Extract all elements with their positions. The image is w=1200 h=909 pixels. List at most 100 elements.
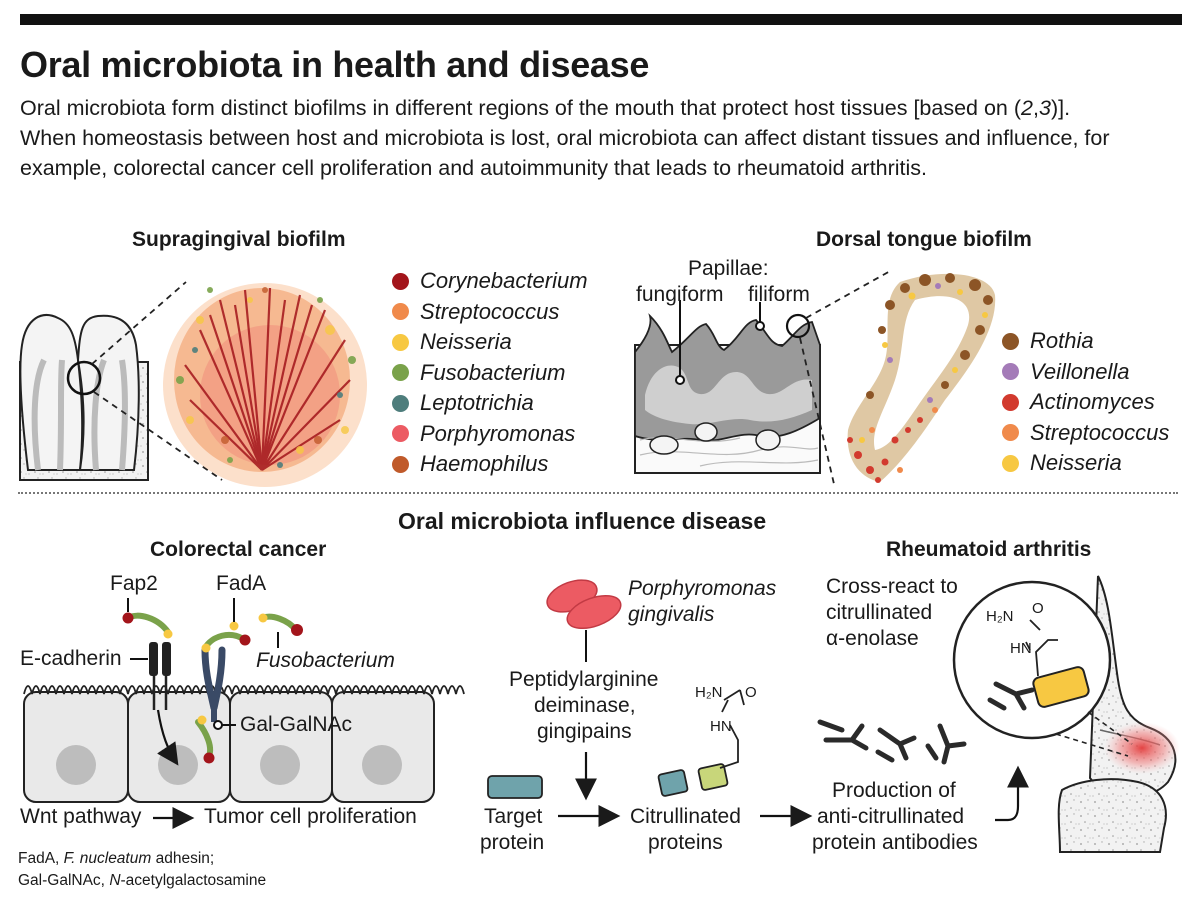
papillae-label: Papillae: [688,257,769,280]
e-cadherin-receptor [130,642,179,766]
target-label-2: protein [480,831,545,854]
intro-ref-a: 2 [1021,96,1033,120]
legend-label: Leptotrichia [420,390,534,416]
legend-swatch [1002,424,1019,442]
citrullinated-label-1: Citrullinated [630,805,741,828]
legend-label: Fusobacterium [420,359,566,385]
legend-label: Corynebacterium [420,268,588,294]
ra-hn-label: HN [1010,640,1032,657]
footnote-text: Gal-GalNAc, [18,872,110,889]
tongue-legend: Rothia Veillonella Actinomyces Streptoco… [1002,326,1169,479]
disease-heading: Oral microbiota influence disease [398,508,767,534]
legend-swatch [1002,393,1019,411]
legend-item: Actinomyces [1002,387,1169,418]
proliferation-label: Tumor cell proliferation [204,805,417,828]
legend-swatch [1002,454,1019,472]
legend-item: Corynebacterium [392,266,588,297]
section-divider [18,492,1178,494]
filiform-label: filiform [748,283,810,306]
legend-label: Streptococcus [1030,419,1170,445]
tongue-illustration [634,269,893,485]
h2n-label: H₂N [695,684,723,701]
cross-react-line-3: α-enolase [826,627,919,650]
intro-line1: Oral microbiota form distinct biofilms i… [20,96,1022,120]
legend-item: Fusobacterium [392,358,588,389]
supragingival-biofilm-image [163,283,367,487]
enzyme-line-3: gingipains [537,720,632,743]
gal-galnac-receptor [201,646,236,730]
legend-label: Streptococcus [420,298,560,324]
legend-label: Porphyromonas [420,420,576,446]
supragingival-legend: Corynebacterium Streptococcus Neisseria … [392,266,588,480]
legend-label: Haemophilus [420,451,549,477]
legend-item: Neisseria [1002,448,1169,479]
legend-swatch [1002,363,1019,381]
ra-heading: Rheumatoid arthritis [886,538,1092,561]
tooth-illustration [19,281,223,481]
production-line-2: anti-citrullinated [817,805,965,828]
fap2-label: Fap2 [110,572,158,595]
legend-swatch [392,272,409,290]
legend-swatch [392,333,409,351]
citrullinated-label-2: proteins [648,831,723,854]
legend-swatch [392,455,409,473]
legend-label: Neisseria [420,329,512,355]
oxygen-label: O [745,684,757,701]
knee-joint [952,575,1180,853]
e-cadherin-label: E-cadherin [20,647,122,670]
top-rule [20,14,1182,25]
target-protein-shape [487,775,543,799]
legend-item: Streptococcus [392,297,588,328]
footnote-prefix: N [109,872,121,889]
footnote-line-1: FadA, F. nucleatum adhesin; [18,848,266,870]
legend-item: Neisseria [392,327,588,358]
pg-name-1: Porphyromonas [628,577,777,600]
footnote-line-2: Gal-GalNAc, N-acetylgalactosamine [18,870,266,892]
footnote-species: F. nucleatum [63,850,152,867]
legend-item: Haemophilus [392,449,588,480]
legend-item: Veillonella [1002,357,1169,388]
fusobacterium-cells [122,598,303,764]
supragingival-heading: Supragingival biofilm [132,228,346,251]
legend-swatch [392,364,409,382]
footnote-text: -acetylgalactosamine [120,872,267,889]
antibodies [817,719,967,765]
target-label-1: Target [484,805,543,828]
legend-swatch [392,303,409,321]
legend-item: Porphyromonas [392,419,588,450]
pg-name-2: gingivalis [628,603,715,626]
hn-label: HN [710,718,732,735]
production-line-1: Production of [832,779,956,802]
cross-react-line-1: Cross-react to [826,575,958,598]
fusobacterium-label: Fusobacterium [256,649,395,672]
tongue-biofilm-image [847,273,996,483]
crc-heading: Colorectal cancer [150,538,327,561]
citrullinated-protein-shape [657,689,745,797]
legend-swatch [1002,332,1019,350]
tongue-heading: Dorsal tongue biofilm [816,228,1032,251]
intro-ref-sep: , [1033,96,1039,120]
footnote-text: FadA, [18,850,64,867]
fungiform-label: fungiform [636,283,724,306]
p-gingivalis-cells [546,579,622,662]
legend-item: Leptotrichia [392,388,588,419]
colorectal-cells [23,685,465,803]
intro-line1-end: )]. [1050,96,1071,120]
footnote: FadA, F. nucleatum adhesin; Gal-GalNAc, … [18,848,266,892]
intro-line2: When homeostasis between host and microb… [20,126,1110,180]
cross-react-line-2: citrullinated [826,601,933,624]
gal-galnac-label: Gal-GalNAc [240,713,353,736]
intro-text: Oral microbiota form distinct biofilms i… [20,93,1190,183]
legend-item: Rothia [1002,326,1169,357]
legend-item: Streptococcus [1002,418,1169,449]
legend-swatch [392,394,409,412]
enzyme-line-1: Peptidylarginine [509,668,659,691]
legend-swatch [392,425,409,443]
ra-h2n-label: H₂N [986,608,1014,625]
enzyme-line-2: deiminase, [534,694,636,717]
legend-label: Veillonella [1030,358,1130,384]
footnote-text: adhesin; [151,850,215,867]
production-line-3: protein antibodies [812,831,978,854]
fada-label: FadA [216,572,267,595]
